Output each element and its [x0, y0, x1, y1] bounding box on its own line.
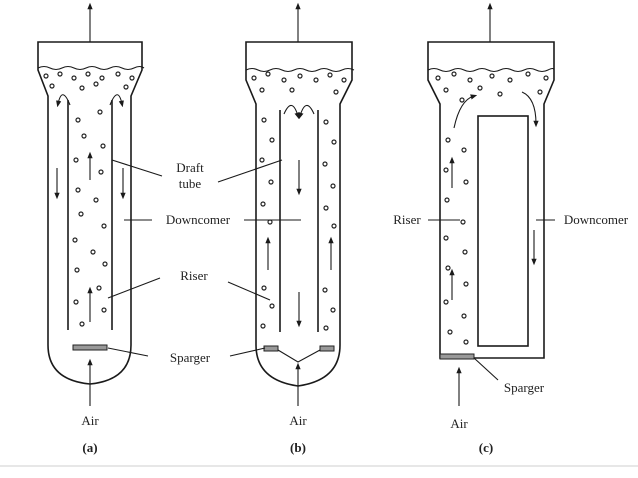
flow-arrow-curl	[283, 104, 300, 120]
reactor-c	[427, 2, 555, 406]
reactor-a-sparger	[72, 344, 108, 351]
caption-a: (a)	[82, 440, 97, 455]
reactor-a-liquid-surface	[37, 65, 145, 71]
flow-arrow-curl	[109, 94, 124, 108]
reactor-b-air-distributor	[277, 349, 321, 363]
draft-tube-label-line2: tube	[179, 176, 202, 191]
air-inlet-label-c: Air	[450, 416, 468, 431]
flow-arrow-curl	[56, 94, 71, 108]
caption-b: (b)	[290, 440, 306, 455]
air-inlet-label-b: Air	[289, 413, 307, 428]
caption-c: (c)	[479, 440, 493, 455]
reactor-c-bubbles	[435, 71, 549, 345]
riser-label: Riser	[180, 268, 208, 283]
sparger-label-c: Sparger	[504, 380, 545, 395]
reactor-b-bubbles	[251, 71, 347, 331]
reactor-a-vessel	[37, 41, 143, 385]
reactor-b-sparger-left	[263, 345, 279, 352]
reactor-c-liquid-surface	[427, 67, 555, 73]
reactor-b-sparger-right	[319, 345, 335, 352]
reactor-b-liquid-surface	[245, 67, 355, 73]
flow-arrow-curl	[453, 94, 478, 129]
downcomer-label: Downcomer	[166, 212, 231, 227]
riser-label-c: Riser	[393, 212, 421, 227]
air-inlet-label-a: Air	[81, 413, 99, 428]
reactor-c-sparger	[439, 353, 475, 360]
reactor-b	[245, 2, 355, 406]
draft-tube-label-line1: Draft	[176, 160, 204, 175]
reactor-c-vessel	[427, 41, 555, 359]
leader-lines	[107, 159, 555, 381]
flow-arrow-curl	[521, 91, 539, 128]
downcomer-label-c: Downcomer	[564, 212, 629, 227]
reactor-a-bubbles	[43, 71, 135, 327]
flow-arrow-curl	[298, 104, 315, 120]
reactor-a	[37, 2, 145, 406]
reactor-c-baffle	[477, 115, 529, 347]
sparger-label: Sparger	[170, 350, 211, 365]
